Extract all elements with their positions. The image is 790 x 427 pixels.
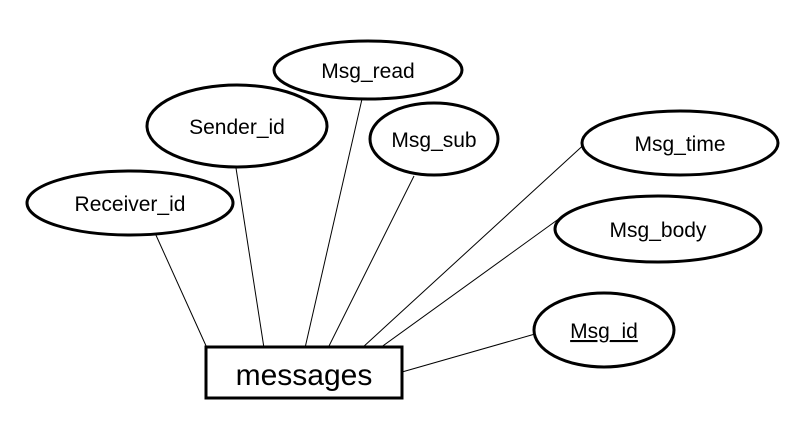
attribute-ellipse (580, 109, 780, 177)
attribute-ellipse (272, 39, 464, 101)
entity-messages: messages (204, 345, 404, 400)
link-msg-sub (327, 175, 415, 349)
attribute-sender-id: Sender_id (145, 83, 329, 169)
attribute-label: Msg_time (634, 133, 725, 156)
attribute-msg-id: Msg_id (532, 291, 676, 369)
attribute-ellipse (553, 194, 763, 264)
attribute-ellipse (368, 101, 500, 177)
attribute-label: Receiver_id (75, 193, 186, 216)
attribute-ellipse (532, 291, 676, 369)
attribute-label-key: Msg_id (570, 320, 638, 343)
link-msg-read (304, 98, 363, 349)
entity-label: messages (236, 359, 373, 392)
entity-box (204, 345, 404, 400)
attribute-msg-time: Msg_time (580, 109, 780, 177)
attribute-label: Msg_sub (391, 129, 476, 152)
link-sender-id (235, 167, 265, 349)
attribute-label: Sender_id (189, 116, 285, 139)
attribute-msg-read: Msg_read (272, 39, 464, 101)
link-receiver-id (154, 232, 208, 349)
connectors (154, 98, 590, 373)
link-msg-time (361, 139, 590, 349)
link-msg-body (379, 217, 561, 349)
attribute-label: Msg_read (321, 60, 414, 83)
attribute-label: Msg_body (610, 219, 707, 242)
link-msg-id (401, 333, 536, 373)
attribute-msg-sub: Msg_sub (368, 101, 500, 177)
attribute-ellipse (25, 169, 235, 237)
attribute-msg-body: Msg_body (553, 194, 763, 264)
attribute-ellipse (145, 83, 329, 169)
attribute-receiver-id: Receiver_id (25, 169, 235, 237)
